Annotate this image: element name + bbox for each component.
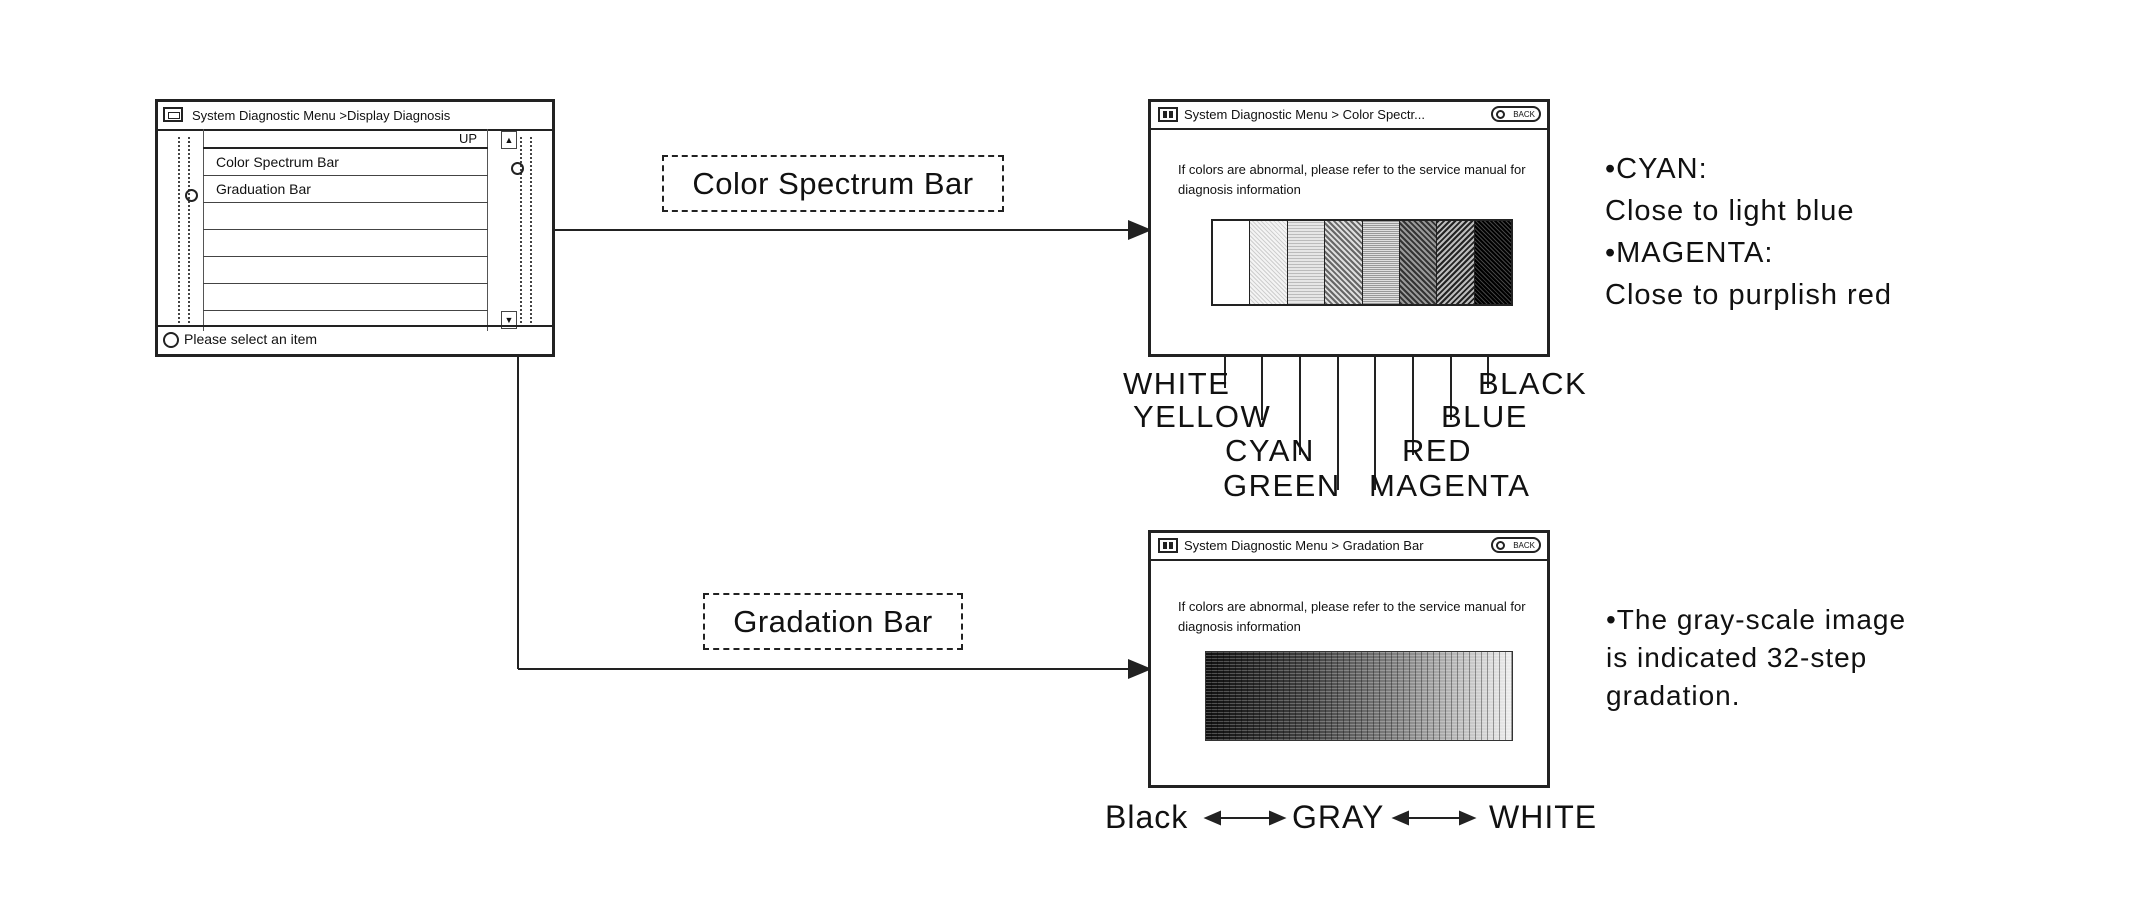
swatch-white <box>1213 221 1251 304</box>
menu-item-label: Graduation Bar <box>216 181 311 197</box>
color-label-magenta: MAGENTA <box>1369 468 1531 503</box>
gradation-title: System Diagnostic Menu > Gradation Bar <box>1184 538 1424 553</box>
dial-marker-icon <box>185 189 198 202</box>
menu-item-graduation-bar[interactable]: Graduation Bar <box>203 176 488 203</box>
note-line: •CYAN: <box>1605 153 1708 185</box>
footer-hint: Please select an item <box>184 331 318 347</box>
scroll-up-arrow-icon[interactable]: ▲ <box>501 131 517 149</box>
left-scroll-gutter <box>158 129 204 331</box>
swatch-black <box>1474 221 1511 304</box>
color-label-green: GREEN <box>1223 468 1341 503</box>
menu-footer: Please select an item <box>158 325 552 354</box>
gradation-title-bar: System Diagnostic Menu > Gradation Bar B… <box>1151 533 1547 561</box>
swatch-red <box>1399 221 1438 304</box>
gradation-bar-label: Gradation Bar <box>703 593 963 650</box>
left-dial-track <box>178 137 190 323</box>
gradation-message: If colors are abnormal, please refer to … <box>1178 599 1526 634</box>
menu-empty-row <box>203 230 488 257</box>
scroll-position-icon <box>511 162 524 175</box>
menu-header-row <box>203 129 488 149</box>
display-diagnosis-menu-screen: System Diagnostic Menu >Display Diagnosi… <box>155 99 555 357</box>
right-scroll-gutter[interactable]: ▲ ▼ <box>487 129 552 331</box>
note-line: Close to purplish red <box>1605 279 1892 311</box>
back-button[interactable]: BACK <box>1491 106 1541 122</box>
menu-item-label: Color Spectrum Bar <box>216 154 339 170</box>
note-line: Close to light blue <box>1605 195 1855 227</box>
spectrum-notes: •CYAN: Close to light blue •MAGENTA: Clo… <box>1605 148 1892 316</box>
screen-icon <box>1158 538 1178 553</box>
scrollbar-track[interactable] <box>520 137 532 323</box>
note-line: •MAGENTA: <box>1605 237 1774 269</box>
spectrum-message: If colors are abnormal, please refer to … <box>1178 162 1526 197</box>
note-line: is indicated 32-step <box>1606 642 1868 673</box>
gradation-notes: •The gray-scale image is indicated 32-st… <box>1606 601 1906 715</box>
color-label-blue: BLUE <box>1441 399 1528 434</box>
menu-empty-row <box>203 284 488 311</box>
color-spectrum-bar-label: Color Spectrum Bar <box>662 155 1004 212</box>
menu-title: System Diagnostic Menu >Display Diagnosi… <box>192 108 451 123</box>
note-line: •The gray-scale image <box>1606 604 1907 635</box>
spectrum-title-bar: System Diagnostic Menu > Color Spectr...… <box>1151 102 1547 130</box>
back-button[interactable]: BACK <box>1491 537 1541 553</box>
up-button[interactable]: UP <box>458 131 478 146</box>
scale-label-gray: GRAY <box>1292 799 1385 835</box>
color-label-white: WHITE <box>1123 366 1231 401</box>
screen-icon <box>1158 107 1178 122</box>
scroll-down-arrow-icon[interactable]: ▼ <box>501 311 517 329</box>
scale-label-white: WHITE <box>1489 799 1598 835</box>
note-line: gradation. <box>1606 680 1741 711</box>
scale-label-black: Black <box>1105 799 1189 835</box>
menu-title-bar: System Diagnostic Menu >Display Diagnosi… <box>158 102 552 131</box>
menu-screen-icon <box>163 107 183 122</box>
gradation-bar <box>1205 651 1513 741</box>
swatch-green <box>1325 221 1363 304</box>
color-label-black: BLACK <box>1478 366 1588 401</box>
swatch-magenta <box>1362 221 1400 304</box>
menu-empty-row <box>203 203 488 230</box>
color-label-cyan: CYAN <box>1225 433 1315 468</box>
swatch-yellow <box>1250 221 1288 304</box>
menu-body: ▲ ▼ UP Color Spectrum Bar Graduation Bar <box>158 129 552 331</box>
color-spectrum-bar <box>1211 219 1513 306</box>
color-label-red: RED <box>1402 433 1472 468</box>
color-label-yellow: YELLOW <box>1133 399 1272 434</box>
menu-item-color-spectrum-bar[interactable]: Color Spectrum Bar <box>203 149 488 176</box>
swatch-cyan <box>1287 221 1326 304</box>
swatch-blue <box>1437 221 1475 304</box>
spectrum-title: System Diagnostic Menu > Color Spectr... <box>1184 107 1425 122</box>
dial-knob-icon <box>163 332 179 348</box>
menu-empty-row <box>203 257 488 284</box>
